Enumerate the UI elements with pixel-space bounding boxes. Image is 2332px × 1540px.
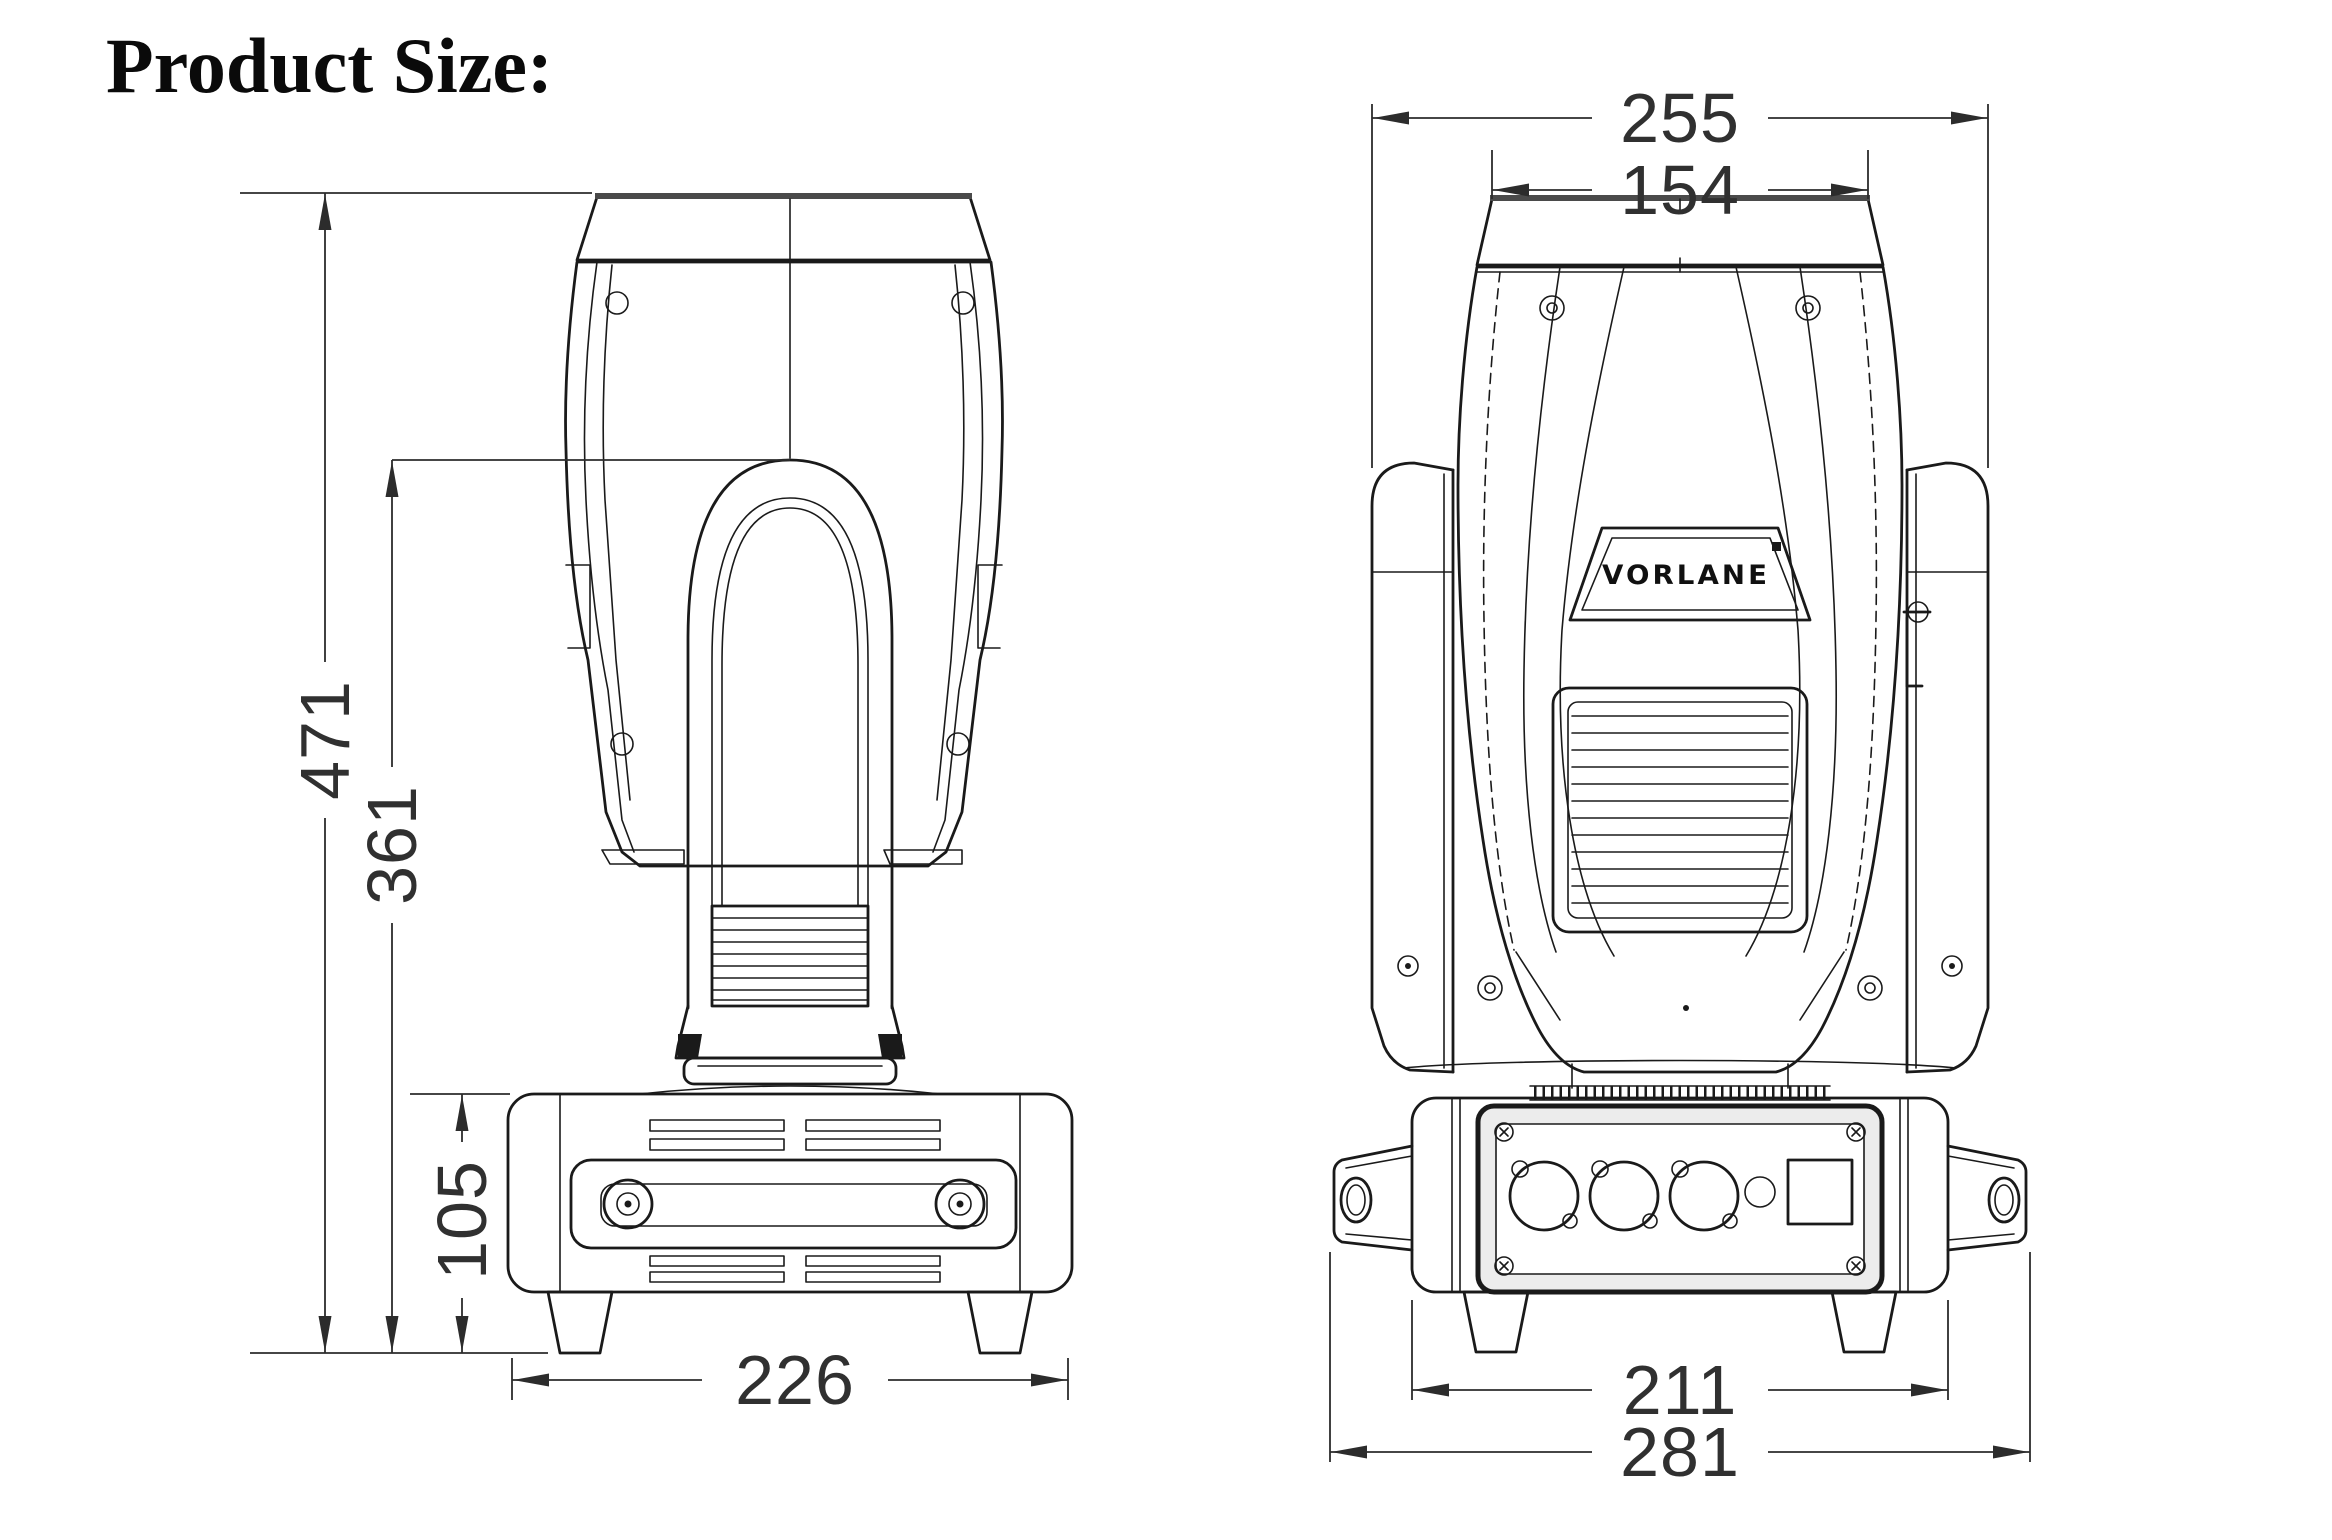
front-yoke-arm-right	[1902, 461, 1990, 1074]
xlr-connector-2	[1588, 1160, 1660, 1232]
front-base	[1332, 1096, 2028, 1354]
dim-side-overall-height-label: 471	[286, 680, 364, 800]
side-base	[250, 1092, 1074, 1355]
side-foot-right	[966, 1290, 1034, 1355]
front-screw-bottom-right	[1857, 975, 1883, 1001]
side-head-body	[564, 198, 1004, 868]
panel-screw-bl	[1494, 1256, 1514, 1276]
dim-side-base-width-label: 226	[735, 1341, 855, 1419]
front-foot-right	[1830, 1290, 1898, 1354]
panel-screw-br	[1846, 1256, 1866, 1276]
side-view	[250, 193, 1074, 1355]
side-screw-bottom-left	[610, 732, 634, 756]
front-head-cap	[1475, 195, 1885, 273]
dim-front-overall-base-width: 281	[1329, 1252, 2031, 1491]
trademark-square	[1772, 542, 1781, 551]
dim-side-upper-assembly-height: 361	[353, 459, 790, 1353]
front-handle-right	[1946, 1144, 2028, 1252]
side-handle-screw-right	[934, 1178, 986, 1230]
dim-front-head-top-width-label: 154	[1620, 151, 1740, 229]
side-handle-screw-left	[602, 1178, 654, 1230]
front-vent-grille	[1551, 686, 1809, 934]
dim-side-base-height-label: 105	[423, 1160, 501, 1280]
side-foot-left	[546, 1290, 614, 1355]
side-screw-top-right	[951, 291, 975, 315]
front-view: VORLANE	[1332, 195, 2028, 1354]
dim-front-base-width-label: 211	[1623, 1351, 1738, 1429]
xlr-connector-1	[1508, 1160, 1580, 1232]
dim-side-base-height: 105	[410, 1093, 510, 1353]
panel-screw-tr	[1846, 1122, 1866, 1142]
front-screw-top-right	[1795, 295, 1821, 321]
side-yoke-arm	[639, 458, 941, 1095]
brand-logo-text: VORLANE	[1602, 560, 1770, 591]
fuse-holder	[1744, 1176, 1776, 1208]
front-screw-bottom-left	[1477, 975, 1503, 1001]
side-turntable	[682, 1056, 898, 1086]
front-logo-badge: VORLANE	[1568, 526, 1812, 622]
side-vent-slats-bottom	[649, 1255, 941, 1283]
page-title: Product Size:	[106, 22, 553, 109]
side-handle	[569, 1158, 1018, 1250]
dim-front-overall-base-width-label: 281	[1620, 1413, 1740, 1491]
front-head-body	[1456, 265, 1904, 1074]
dim-side-overall-height: 471	[240, 192, 592, 1353]
side-screw-top-left	[605, 291, 629, 315]
front-foot-left	[1462, 1290, 1530, 1354]
front-handle-left	[1332, 1144, 1414, 1252]
side-vent-slats-top	[649, 1119, 941, 1151]
dim-front-head-top-width: 154	[1491, 150, 1869, 229]
xlr-connector-3	[1668, 1160, 1740, 1232]
dim-front-base-width: 211	[1411, 1300, 1949, 1429]
dim-front-overall-width: 255	[1371, 79, 1989, 468]
dim-side-base-width: 226	[511, 1341, 1069, 1419]
connector-panel	[1475, 1103, 1885, 1295]
panel-screw-tl	[1494, 1122, 1514, 1142]
dim-front-overall-width-label: 255	[1620, 79, 1740, 157]
front-screw-top-left	[1539, 295, 1565, 321]
dim-side-upper-assembly-height-label: 361	[353, 785, 431, 905]
safety-cable-clip	[1902, 601, 1932, 688]
front-yoke-arm-left	[1370, 461, 1455, 1074]
side-screw-bottom-right	[946, 732, 970, 756]
side-head-cap	[575, 193, 992, 262]
front-turntable	[1403, 1059, 1957, 1101]
power-socket	[1786, 1158, 1854, 1226]
